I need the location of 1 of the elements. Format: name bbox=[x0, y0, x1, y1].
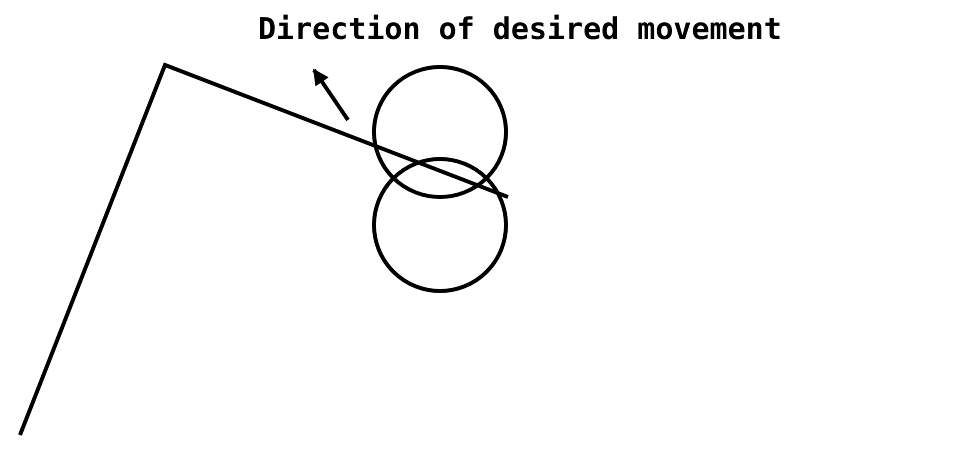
direction-label: Direction of desired movement bbox=[258, 12, 782, 47]
